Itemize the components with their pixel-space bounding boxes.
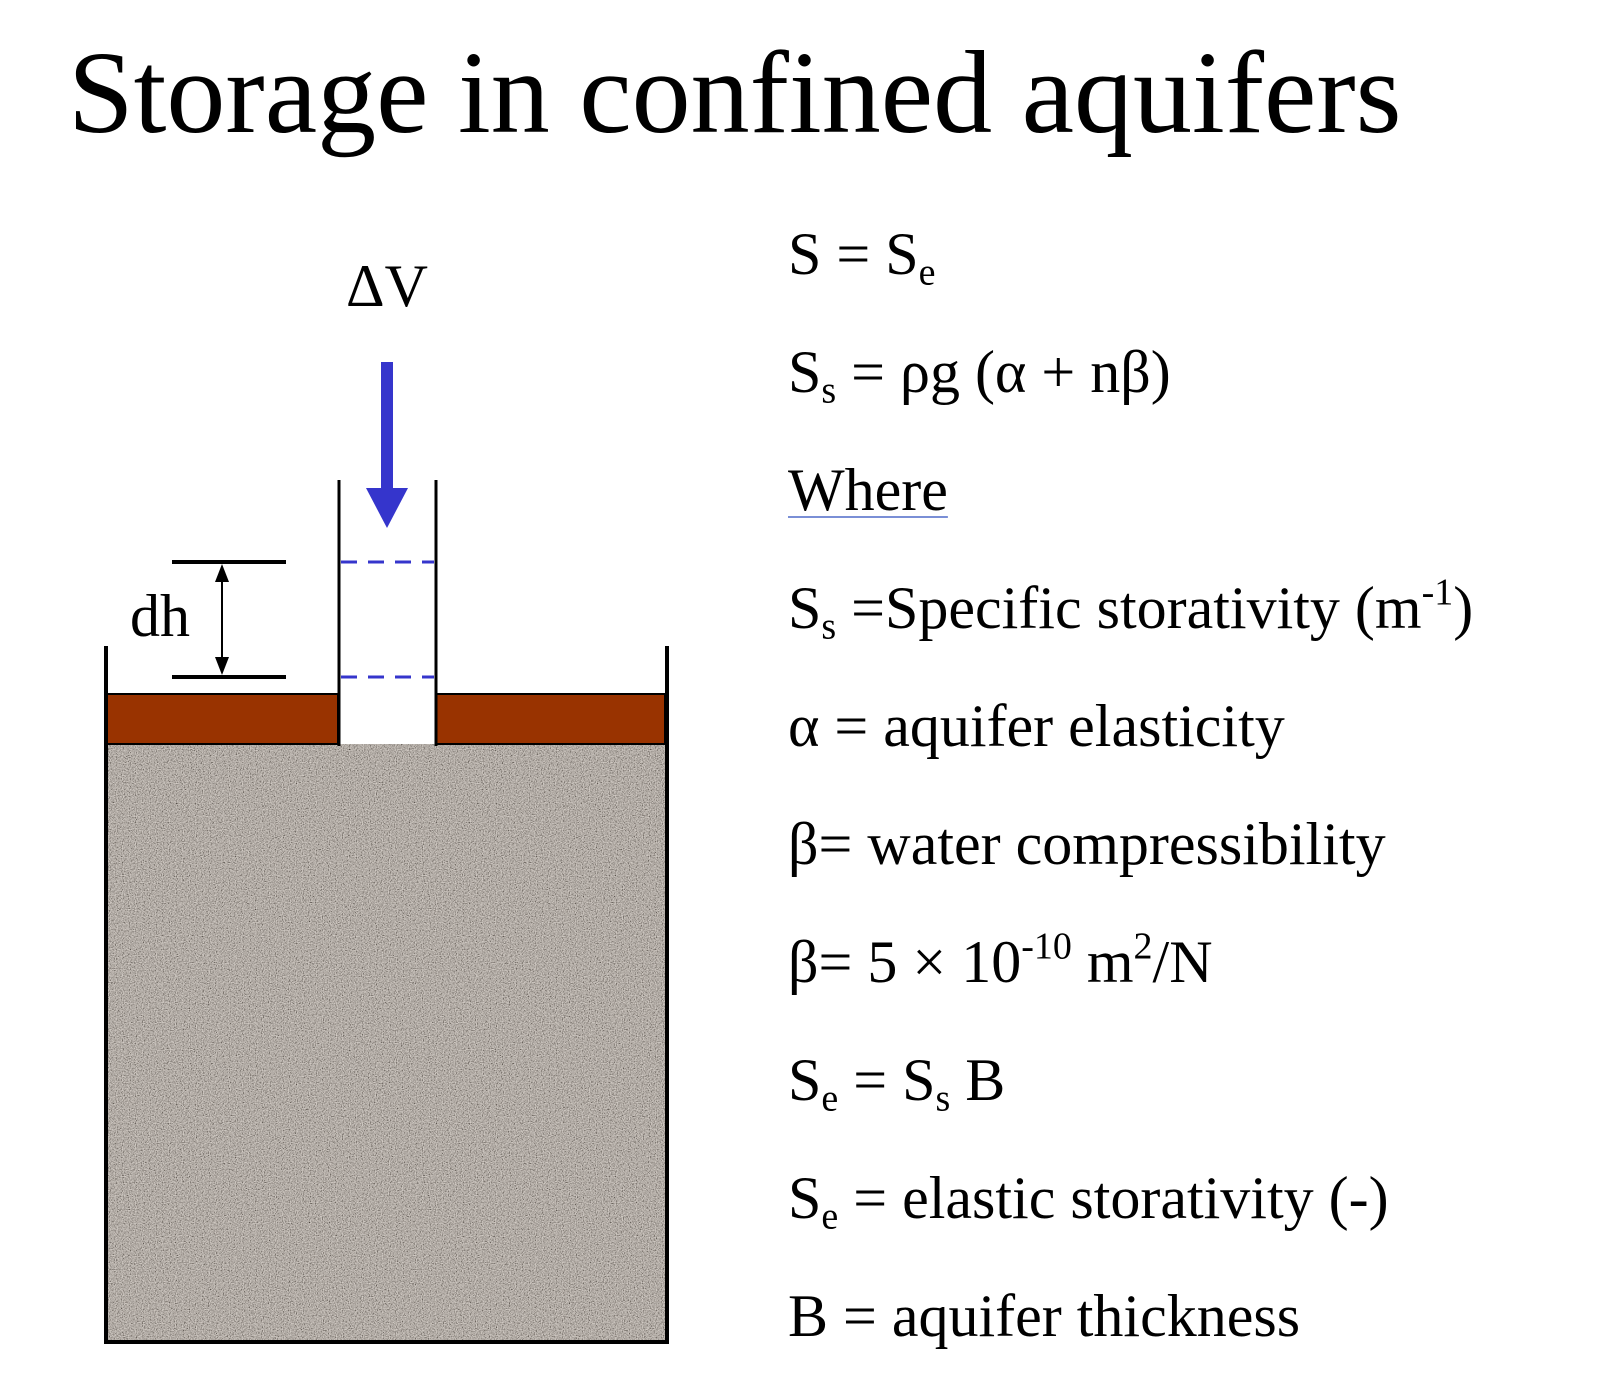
def-aquifer-thickness: B = aquifer thickness	[788, 1286, 1300, 1346]
confining-layer-right	[435, 693, 666, 745]
equation-text: S	[788, 1047, 822, 1113]
def-specific-storativity: Ss =Specific storativity (m-1)	[788, 573, 1474, 645]
delta-v-arrow-icon	[366, 362, 408, 528]
equation-text: S = S	[788, 221, 919, 287]
piezometer-interior	[340, 694, 434, 744]
def-aquifer-elasticity: α = aquifer elasticity	[788, 696, 1285, 756]
equation-text: S	[788, 339, 822, 405]
equation-text: /N	[1152, 929, 1213, 995]
dh-label: dh	[130, 583, 190, 649]
superscript: -1	[1421, 571, 1454, 614]
aquifer-diagram-svg: ΔV dh	[104, 253, 669, 1344]
equation-text: = elastic storativity (-)	[838, 1165, 1389, 1231]
subscript: e	[918, 251, 936, 294]
confining-layer-left	[105, 693, 339, 745]
confined-aquifer-diagram: ΔV dh	[0, 0, 720, 1400]
subscript: e	[821, 1195, 839, 1238]
delta-v-label: ΔV	[346, 253, 428, 319]
beta-value: β= 5 × 10-10 m2/N	[788, 927, 1213, 995]
eq-elastic-storativity: Se = Ss B	[788, 1047, 1006, 1118]
equation-text: = ρg (α + nβ)	[836, 339, 1171, 405]
equation-text: =Specific storativity (m	[836, 575, 1422, 641]
equation-text: = S	[838, 1047, 936, 1113]
sand-texture	[106, 744, 665, 1342]
eq-storativity: S = Se	[788, 221, 935, 292]
superscript: -10	[1021, 925, 1072, 968]
eq-specific-storativity-formula: Ss = ρg (α + nβ)	[788, 339, 1171, 410]
equation-text: S	[788, 575, 822, 641]
equation-text: Where	[788, 457, 948, 523]
where-heading: Where	[788, 460, 948, 520]
subscript: s	[935, 1077, 951, 1120]
equation-text: α = aquifer elasticity	[788, 693, 1285, 759]
equation-text: m	[1071, 929, 1134, 995]
equation-text: S	[788, 1165, 822, 1231]
equation-text: β= water compressibility	[788, 811, 1386, 877]
subscript: s	[821, 605, 837, 648]
superscript: 2	[1133, 925, 1153, 968]
subscript: s	[821, 369, 837, 412]
equation-text: β= 5 × 10	[788, 929, 1022, 995]
slide-title: Storage in confined aquifers	[68, 27, 1402, 158]
dh-dimension-arrow-icon	[215, 564, 229, 675]
equation-text: B	[950, 1047, 1006, 1113]
subscript: e	[821, 1077, 839, 1120]
def-water-compressibility: β= water compressibility	[788, 814, 1386, 874]
equation-text: B = aquifer thickness	[788, 1283, 1301, 1349]
equation-text: )	[1453, 575, 1474, 641]
def-elastic-storativity: Se = elastic storativity (-)	[788, 1165, 1389, 1236]
